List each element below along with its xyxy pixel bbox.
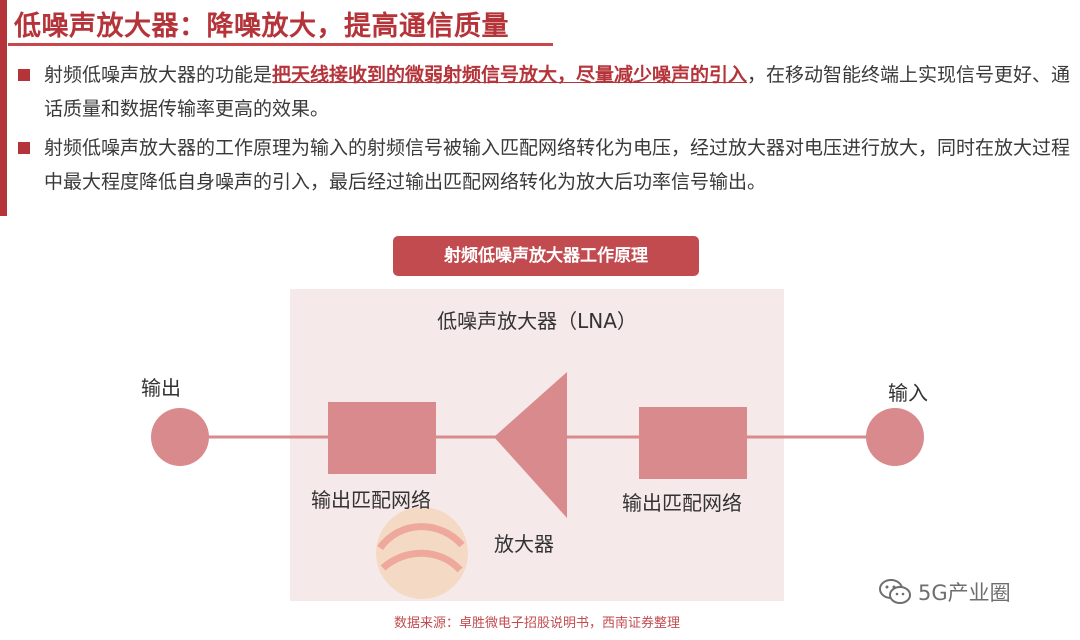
wechat-account: 5G产业圈 [878,577,1011,611]
input-label: 输入 [888,381,928,405]
bullet-item-function: 射频低噪声放大器的功能是把天线接收到的微弱射频信号放大，尽量减少噪声的引入，在移… [16,58,1076,126]
amplifier-label: 放大器 [494,532,554,556]
bullet-text: 射频低噪声放大器的工作原理为输入的射频信号被输入匹配网络转化为电压，经过放大器对… [44,137,1071,193]
left-network-label: 输出匹配网络 [311,488,431,512]
bullet-square-icon [18,142,30,154]
amplifier-triangle [494,372,567,518]
lna-label: 低噪声放大器（LNA） [437,309,637,333]
input-node [866,408,924,466]
bullet-item-principle: 射频低噪声放大器的工作原理为输入的射频信号被输入匹配网络转化为电压，经过放大器对… [16,131,1076,199]
left-accent-bar [0,0,7,216]
bullet-list: 射频低噪声放大器的功能是把天线接收到的微弱射频信号放大，尽量减少噪声的引入，在移… [16,58,1076,204]
bullet-text-highlight: 把天线接收到的微弱射频信号放大，尽量减少噪声的引入 [272,64,748,86]
output-node [151,408,209,466]
watermark-logo [376,507,468,599]
bullet-square-icon [18,69,30,81]
left-matching-network-block [328,402,436,474]
data-source: 数据来源：卓胜微电子招股说明书，西南证券整理 [393,616,680,631]
wechat-icon [878,578,912,611]
bullet-text-prefix: 射频低噪声放大器的功能是 [44,64,273,86]
right-network-label: 输出匹配网络 [622,491,742,515]
bullet-text-suffix: ，在移动智能终端上实现信号更好、通话质量和数据传输率更高的效果。 [44,64,1071,120]
page-title: 低噪声放大器：降噪放大，提高通信质量 [14,11,509,42]
output-label: 输出 [141,376,181,400]
title-underline [8,43,553,46]
right-matching-network-block [639,407,747,479]
wechat-name: 5G产业圈 [918,581,1011,605]
diagram-title: 射频低噪声放大器工作原理 [393,236,699,276]
